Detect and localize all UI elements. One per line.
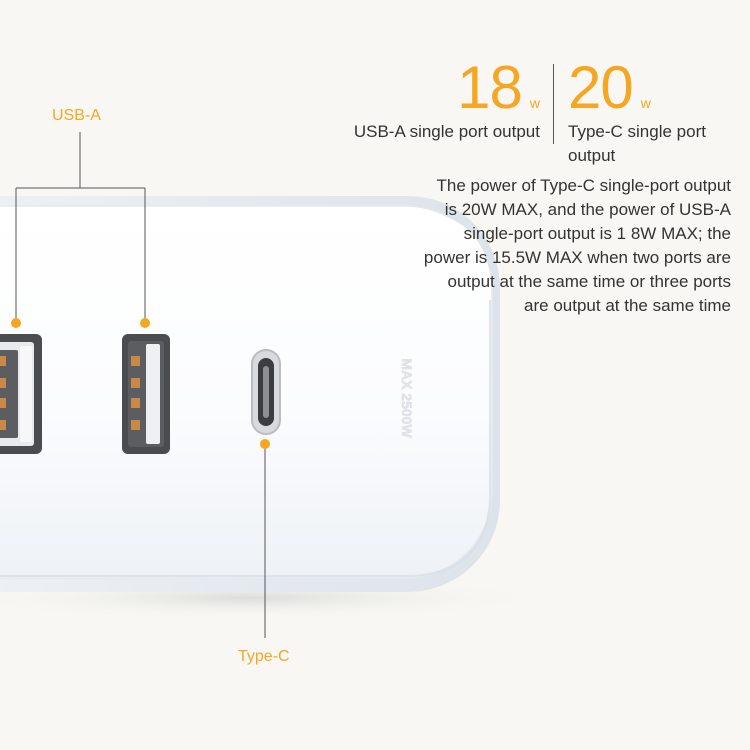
usb-a-marker-dot [140, 318, 150, 328]
type-c-spec-label: Type-C single port output [568, 122, 706, 165]
usb-a-callout-line [15, 132, 146, 322]
type-c-spec-value: 20 w [568, 56, 744, 120]
type-c-spec: 20 w Type-C single port output [568, 56, 744, 168]
spec-divider [553, 64, 554, 144]
usb-a-watt-number: 18 [457, 54, 523, 121]
usb-a-spec-value: 18 w [457, 56, 540, 120]
type-c-watt-unit: w [640, 95, 651, 111]
type-c-callout-label: Type-C [238, 648, 290, 665]
type-c-marker-dot [260, 439, 270, 449]
usb-a-callout-label: USB-A [52, 107, 101, 124]
power-description: The power of Type-C single-port output i… [423, 176, 731, 315]
usb-c-port-icon [251, 349, 281, 435]
power-strip-body [0, 196, 500, 592]
embossed-rating: MAX 2500W [399, 358, 415, 438]
usb-a-spec: 18 w USB-A single port output [354, 56, 540, 144]
usb-a-port-icon [0, 334, 42, 454]
usb-a-port-icon [122, 334, 170, 454]
usb-a-watt-unit: w [529, 95, 540, 111]
usb-a-marker-dot [11, 318, 21, 328]
usb-a-spec-label: USB-A single port output [353, 122, 540, 141]
type-c-watt-number: 20 [568, 54, 634, 121]
